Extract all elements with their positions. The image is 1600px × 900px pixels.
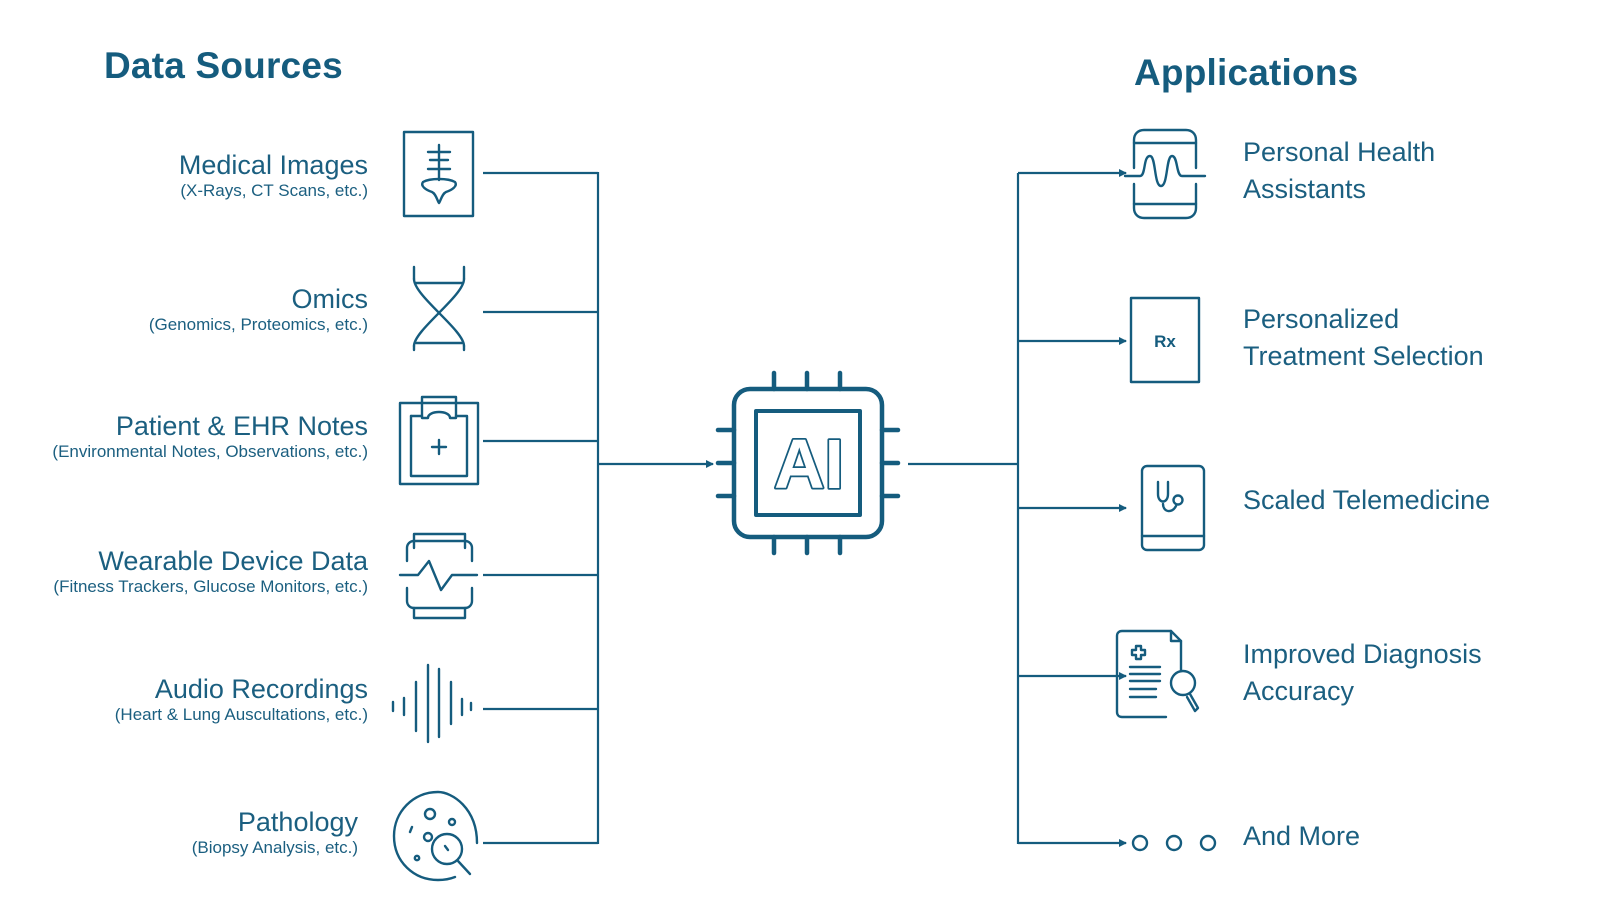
source-title: Wearable Device Data [98,546,368,576]
app-label-line: Scaled Telemedicine [1243,485,1491,515]
source-connectors [483,171,714,845]
app-improved-diagnosis: Improved Diagnosis Accuracy [1243,636,1482,710]
app-label-line: Personal Health [1243,137,1436,167]
app-label-line: Assistants [1243,174,1367,204]
source-subtitle: (X-Rays, CT Scans, etc.) [180,181,368,200]
ellipsis-icon [1131,834,1217,852]
ai-chip-icon [715,370,901,556]
app-label-line: Personalized [1243,304,1400,334]
petri-dish-icon [392,790,479,882]
source-pathology: Pathology (Biopsy Analysis, etc.) [192,807,358,859]
source-title: Omics [291,284,369,314]
dna-icon [412,265,466,352]
source-wearable-device-data: Wearable Device Data (Fitness Trackers, … [53,546,368,598]
source-patient-ehr-notes: Patient & EHR Notes (Environmental Notes… [52,411,368,463]
app-label-line: And More [1243,821,1361,851]
source-subtitle: (Heart & Lung Auscultations, etc.) [114,705,368,724]
rx-label: Rx [1154,332,1176,351]
source-audio-recordings: Audio Recordings (Heart & Lung Auscultat… [115,674,368,726]
diagnosis-report-icon [1115,629,1200,719]
source-title: Patient & EHR Notes [115,411,368,441]
health-phone-icon [1123,128,1207,220]
source-medical-images: Medical Images (X-Rays, CT Scans, etc.) [179,150,368,202]
data-sources-heading: Data Sources [104,45,343,86]
app-and-more: And More [1243,818,1360,855]
source-subtitle: (Environmental Notes, Observations, etc.… [52,442,368,461]
source-omics: Omics (Genomics, Proteomics, etc.) [149,284,368,336]
smartwatch-icon [398,532,479,620]
app-label-line: Accuracy [1243,676,1355,706]
applications-heading: Applications [1134,52,1359,93]
app-personal-health-assistants: Personal Health Assistants [1243,134,1435,208]
prescription-icon [1129,296,1201,384]
clipboard-icon [398,395,480,486]
source-subtitle: (Fitness Trackers, Glucose Monitors, etc… [53,577,368,596]
xray-icon [402,130,475,218]
app-personalized-treatment: Personalized Treatment Selection [1243,301,1484,375]
app-label-line: Treatment Selection [1243,341,1484,371]
app-label-line: Improved Diagnosis [1243,639,1482,669]
telemedicine-icon [1140,464,1206,552]
app-scaled-telemedicine: Scaled Telemedicine [1243,482,1490,519]
source-subtitle: (Genomics, Proteomics, etc.) [148,315,368,334]
source-title: Pathology [237,807,358,837]
source-subtitle: (Biopsy Analysis, etc.) [191,838,358,857]
ai-label: AI [774,425,844,503]
audio-wave-icon [391,663,473,744]
source-title: Audio Recordings [154,674,368,704]
application-connectors [908,169,1127,847]
source-title: Medical Images [178,150,368,180]
